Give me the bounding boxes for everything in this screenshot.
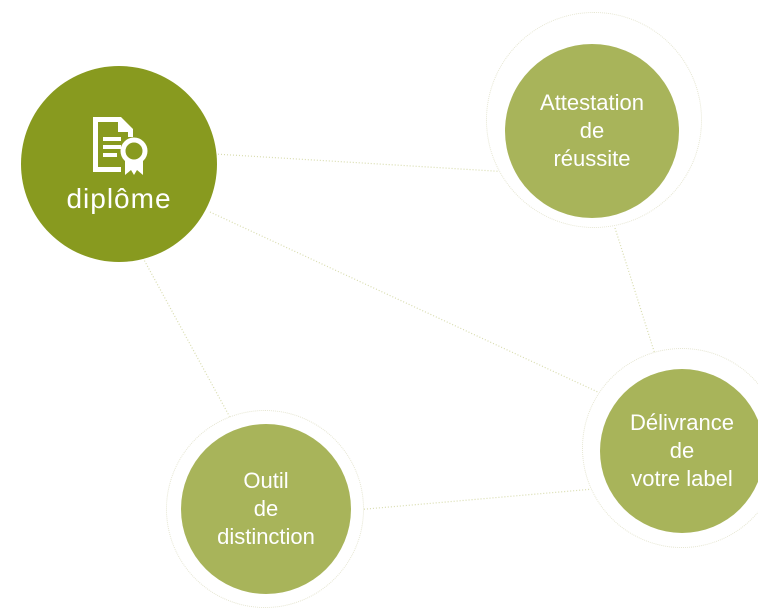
delivrance-line-3: votre label xyxy=(631,466,733,491)
attestation-line-1: Attestation xyxy=(540,90,644,115)
attestation-line-2: de xyxy=(579,118,605,143)
certificate-document-icon xyxy=(93,117,148,175)
connector-main-outil xyxy=(142,257,239,433)
delivrance-node: Délivrance de votre label xyxy=(600,369,758,533)
outil-node: Outil de distinction xyxy=(181,424,351,594)
connector-attestation-delivrance xyxy=(614,227,661,371)
diplome-label: diplôme xyxy=(66,183,172,214)
connector-outil-delivrance xyxy=(354,487,606,511)
outil-line-2: de xyxy=(253,496,279,521)
outil-line-3: distinction xyxy=(217,524,315,549)
attestation-line-3: réussite xyxy=(553,146,631,171)
delivrance-line-2: de xyxy=(669,438,695,463)
diplome-node: diplôme xyxy=(21,66,217,262)
outil-line-1: Outil xyxy=(243,468,289,493)
connector-main-delivrance xyxy=(209,211,616,401)
connector-main-attestation xyxy=(214,153,511,173)
attestation-node: Attestation de réussite xyxy=(505,44,679,218)
delivrance-line-1: Délivrance xyxy=(630,410,734,435)
